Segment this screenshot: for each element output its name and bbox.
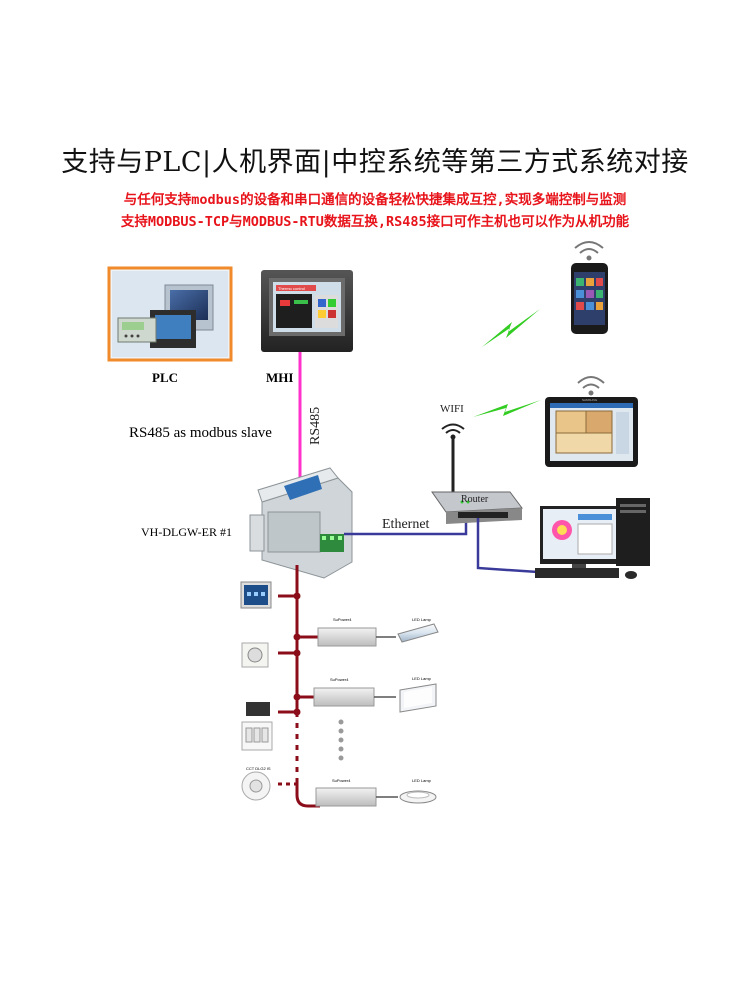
keypad-panel-image <box>240 581 272 609</box>
ethernet-cable <box>344 518 468 536</box>
switch-panel-image <box>241 702 273 751</box>
wifi-label: WIFI <box>440 403 464 415</box>
router-label: Router <box>461 494 489 505</box>
more-devices-dots <box>338 719 344 761</box>
hmi-label: MHI <box>266 370 293 385</box>
pc-cable <box>476 518 539 574</box>
led-tube-lamp-image <box>397 623 439 643</box>
driver-1-label: SuPower4 <box>333 617 352 622</box>
rs485-slave-label: RS485 as modbus slave <box>129 425 272 441</box>
led-driver-2-image <box>313 687 375 707</box>
gateway-label: VH-DLGW-ER #1 <box>141 525 232 539</box>
wireless-signal-phone-icon <box>482 309 540 347</box>
smartphone-image <box>571 263 608 334</box>
tablet-image <box>545 397 638 467</box>
wifi-icon-phone <box>574 241 604 261</box>
led-driver-1-image <box>317 627 377 647</box>
driver-3-label: SuPower4 <box>332 778 351 783</box>
plc-device-image <box>107 266 233 362</box>
bus-cable <box>278 565 320 808</box>
ceiling-lamp-image <box>399 790 437 804</box>
wireless-signal-tablet-icon <box>473 400 541 417</box>
router-image <box>431 436 523 524</box>
hmi-screen-title: Thermo control <box>278 286 305 291</box>
tablet-brand: SAMSUNG <box>582 398 598 402</box>
gateway-device-image <box>249 467 353 579</box>
led-panel-lamp-image <box>399 683 437 713</box>
subtitle-line-1: 与任何支持modbus的设备和串口通信的设备轻松快捷集成互控,实现多端控制与监测 <box>123 192 627 208</box>
led-driver-3-image <box>315 787 377 807</box>
subtitle-line-2: 支持MODBUS-TCP与MODBUS-RTU数据互换,RS485接口可作主机也… <box>120 214 630 230</box>
rotary-dimmer-image <box>241 642 269 668</box>
desktop-pc-image <box>535 498 650 579</box>
rs485-vertical-label: RS485 <box>308 407 323 445</box>
lamp-2-label: LED Lamp <box>412 676 432 681</box>
occupancy-sensor-image <box>241 771 271 801</box>
sensor-label: CCT DLG2 IS <box>246 766 271 771</box>
lamp-3-label: LED Lamp <box>412 778 432 783</box>
ethernet-label: Ethernet <box>382 517 430 532</box>
lamp-1-label: LED Lamp <box>412 617 432 622</box>
driver-2-label: SuPower4 <box>330 677 349 682</box>
hmi-panel-image: Thermo control <box>261 270 353 352</box>
router-wifi-icon <box>441 423 465 440</box>
wifi-icon-tablet <box>577 376 605 396</box>
plc-label: PLC <box>152 370 178 385</box>
bus-junction-dots <box>293 592 301 716</box>
page-title: 支持与PLC|人机界面|中控系统等第三方式系统对接 <box>61 147 689 178</box>
